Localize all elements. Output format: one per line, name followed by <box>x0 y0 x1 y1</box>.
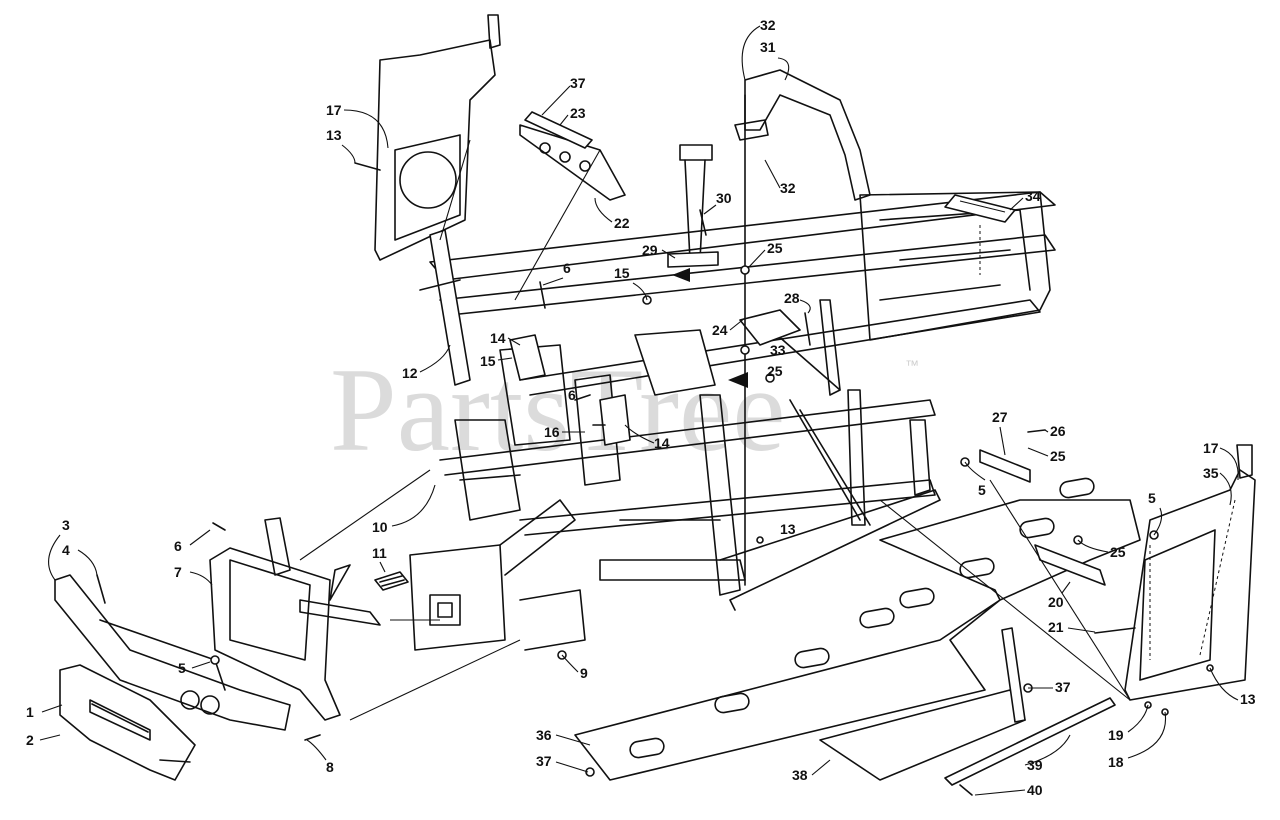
callout-6b: 6 <box>563 260 571 276</box>
bracket-14-upper[interactable] <box>509 334 546 381</box>
callout-17a: 17 <box>326 102 342 118</box>
callout-6c: 6 <box>568 387 576 403</box>
callout-37c: 37 <box>1055 679 1071 695</box>
bracket-14-lower[interactable] <box>599 394 631 446</box>
callout-34: 34 <box>1025 188 1041 204</box>
tube-bracket[interactable] <box>519 111 626 201</box>
callout-17b: 17 <box>1203 440 1219 456</box>
watermark-trademark: ™ <box>905 357 919 373</box>
callout-40: 40 <box>1027 782 1043 798</box>
front-upright-post[interactable] <box>419 229 471 386</box>
callout-8: 8 <box>326 759 334 775</box>
callout-30: 30 <box>716 190 732 206</box>
callout-19: 19 <box>1108 727 1124 743</box>
callout-5b: 5 <box>978 482 986 498</box>
callout-25d: 25 <box>1110 544 1126 560</box>
callout-20: 20 <box>1048 594 1064 610</box>
callout-29: 29 <box>642 242 658 258</box>
callout-1: 1 <box>26 704 34 720</box>
callout-27: 27 <box>992 409 1008 425</box>
main-frame[interactable] <box>409 69 1056 651</box>
callout-31: 31 <box>760 39 776 55</box>
callout-2: 2 <box>26 732 34 748</box>
callout-37a: 37 <box>536 753 552 769</box>
callout-5c: 5 <box>1148 490 1156 506</box>
callout-14b: 14 <box>654 435 670 451</box>
callout-7: 7 <box>174 564 182 580</box>
callout-21: 21 <box>1048 619 1064 635</box>
callout-6a: 6 <box>174 538 182 554</box>
callout-23: 23 <box>570 105 586 121</box>
callout-39: 39 <box>1027 757 1043 773</box>
callout-15b: 15 <box>480 353 496 369</box>
callout-labels: 1 2 3 4 5 5 5 6 6 6 7 8 9 10 11 12 13 13… <box>26 17 1256 798</box>
callout-16: 16 <box>544 424 560 440</box>
bracket-24[interactable] <box>739 309 801 346</box>
callout-36: 36 <box>536 727 552 743</box>
right-side-panel[interactable] <box>1124 444 1256 701</box>
steering-support-column[interactable] <box>667 144 719 282</box>
main-skid-plate[interactable] <box>574 477 1141 781</box>
callout-33: 33 <box>770 342 786 358</box>
callout-13c: 13 <box>1240 691 1256 707</box>
callout-12: 12 <box>402 365 418 381</box>
rear-skid-plate[interactable] <box>819 627 1026 781</box>
callout-26: 26 <box>1050 423 1066 439</box>
callout-11: 11 <box>372 545 387 561</box>
callout-3: 3 <box>62 517 70 533</box>
side-strip[interactable] <box>944 697 1116 786</box>
callout-24: 24 <box>712 322 728 338</box>
label-plate[interactable] <box>944 194 1016 223</box>
callout-25b: 25 <box>767 363 783 379</box>
callout-32a: 32 <box>760 17 776 33</box>
assembly-lines <box>299 139 1236 721</box>
callout-15a: 15 <box>614 265 630 281</box>
callout-13b: 13 <box>780 521 796 537</box>
callout-37b: 37 <box>570 75 586 91</box>
callout-35: 35 <box>1203 465 1219 481</box>
callout-38: 38 <box>792 767 808 783</box>
callout-13a: 13 <box>326 127 342 143</box>
callout-32b: 32 <box>780 180 796 196</box>
callout-22: 22 <box>614 215 630 231</box>
watermark-text: PartsTree <box>330 343 786 476</box>
callout-14a: 14 <box>490 330 506 346</box>
callout-5a: 5 <box>178 660 186 676</box>
callout-4: 4 <box>62 542 70 558</box>
front-bumper[interactable] <box>59 664 196 781</box>
callout-28: 28 <box>784 290 800 306</box>
callout-10: 10 <box>372 519 388 535</box>
callout-25a: 25 <box>767 240 783 256</box>
left-side-panel[interactable] <box>374 14 501 261</box>
right-mount-bracket[interactable] <box>979 449 1106 586</box>
center-bracket[interactable] <box>634 329 716 396</box>
bumper-mount-frame[interactable] <box>209 517 381 721</box>
callout-9: 9 <box>580 665 588 681</box>
callout-18: 18 <box>1108 754 1124 770</box>
callout-25c: 25 <box>1050 448 1066 464</box>
